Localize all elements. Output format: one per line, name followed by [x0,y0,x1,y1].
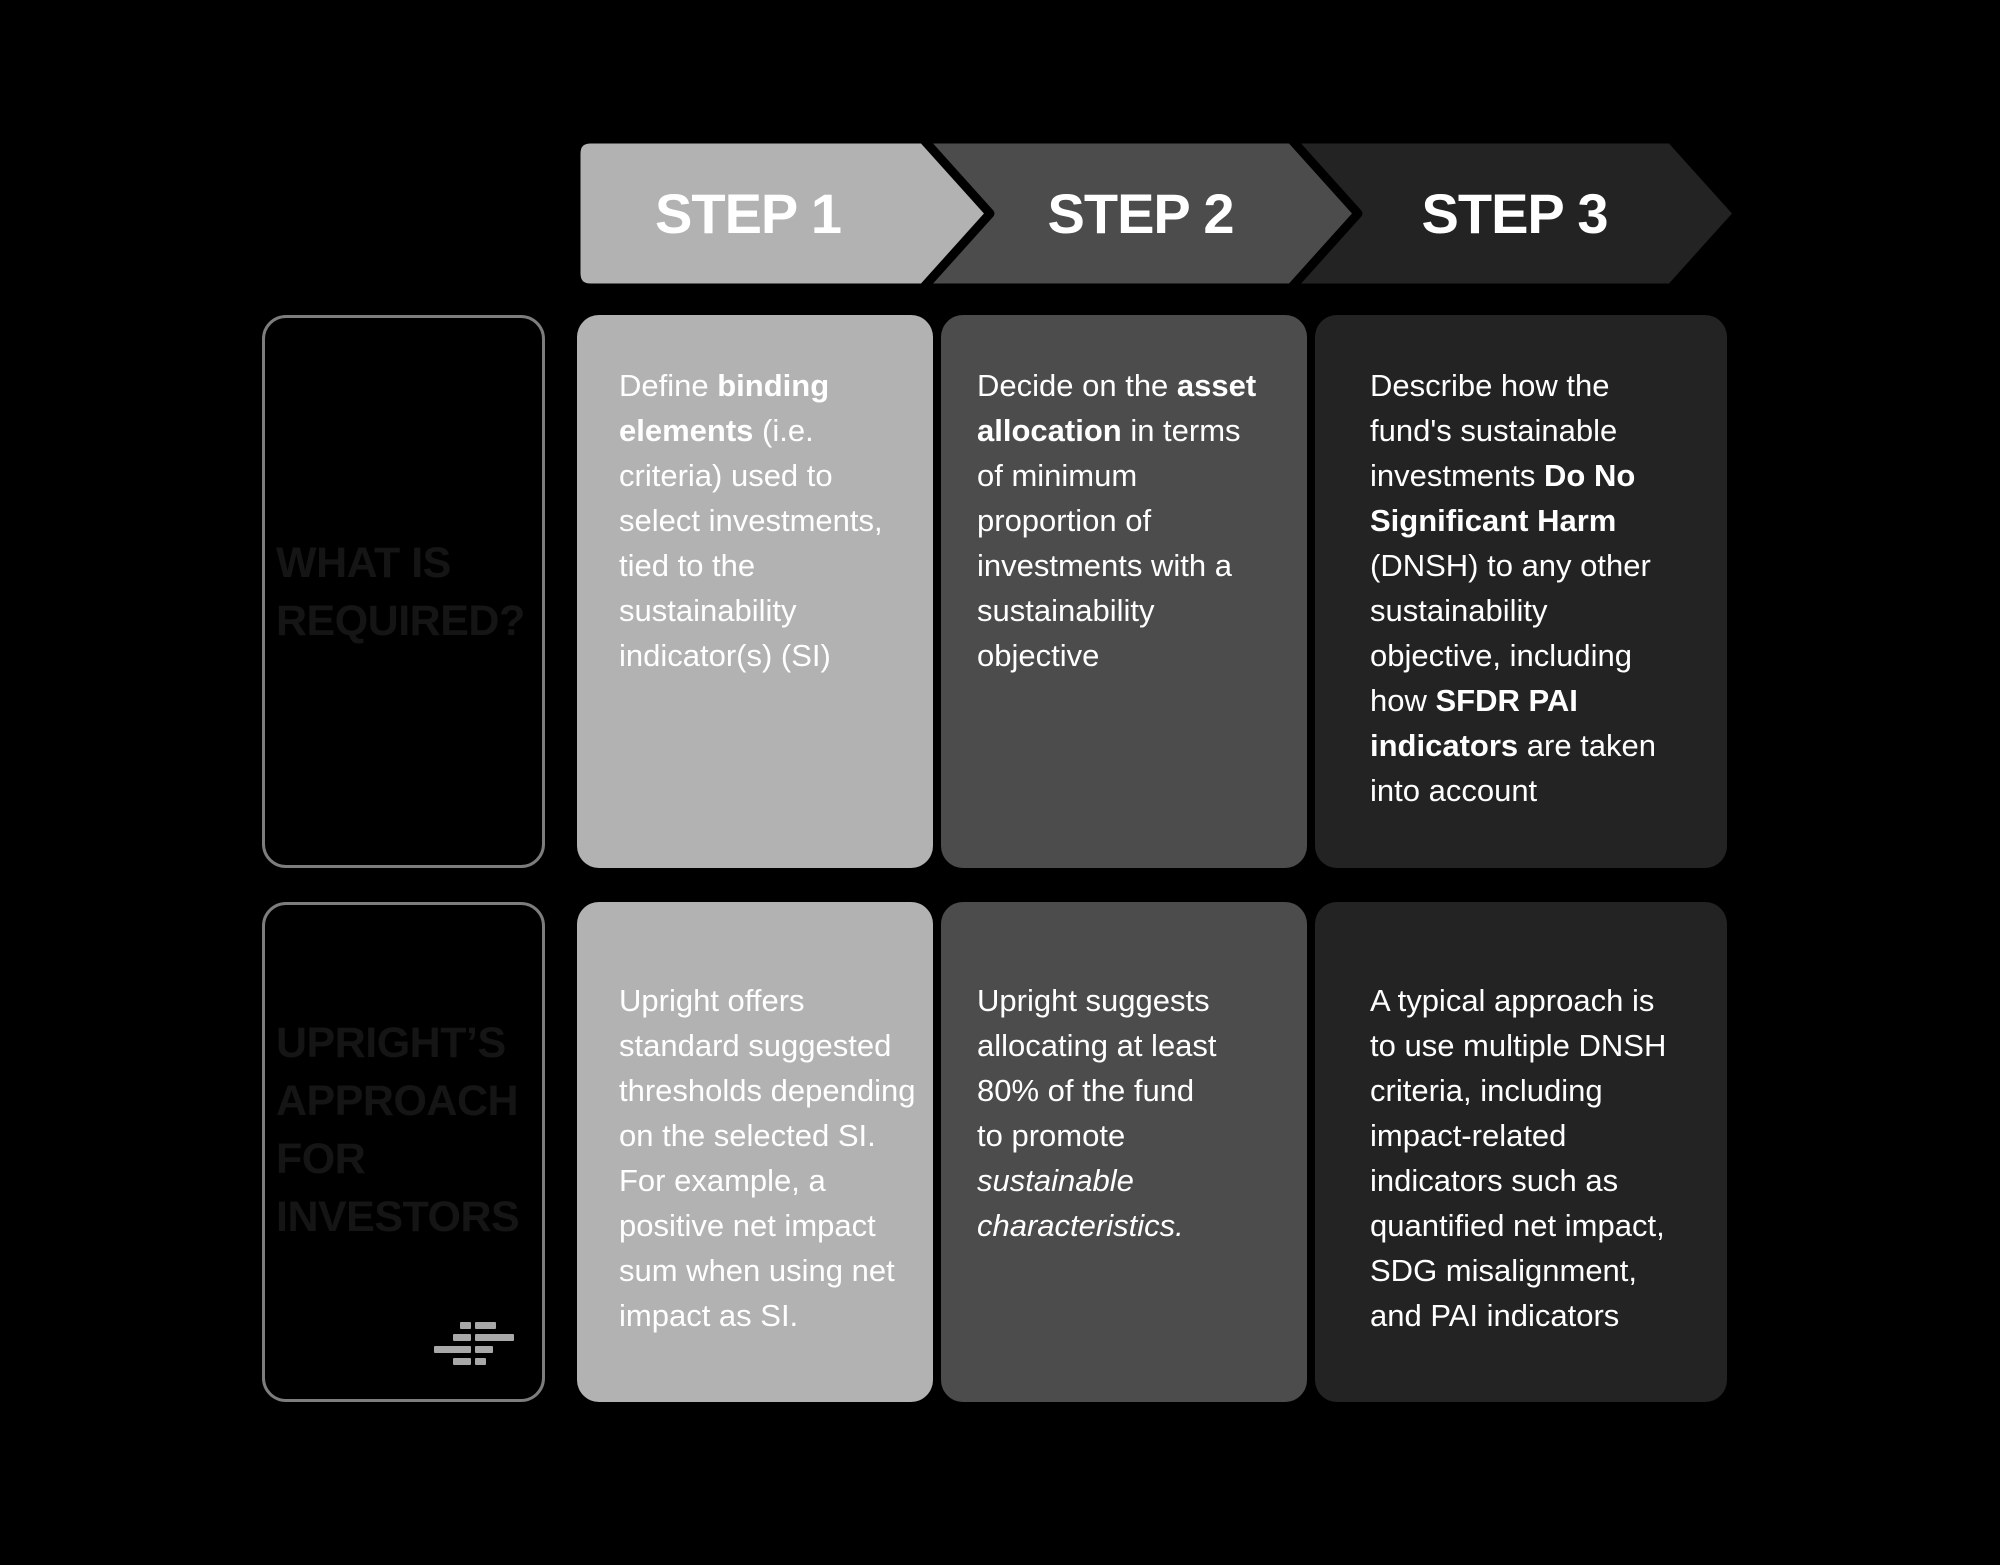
card-text: Describe how the fund's sustainable inve… [1370,368,1657,808]
row-header-what-is-required: WHAT IS REQUIRED? [262,315,545,868]
row-header-text: UPRIGHT’S APPROACH FOR INVESTORS [276,1018,520,1241]
step-2-label: STEP 2 [1047,182,1235,245]
step-banner [573,137,1743,290]
card-required-step2: Decide on the asset allocation in terms … [941,315,1307,868]
logo-bar [434,1346,471,1353]
card-text: Upright suggests allocating at least 80%… [977,983,1217,1243]
card-approach-step2: Upright suggests allocating at least 80%… [941,902,1307,1402]
card-text: Decide on the asset allocation in terms … [977,368,1257,673]
step-3-label: STEP 3 [1421,182,1609,245]
card-required-step1: Define binding elements (i.e. criteria) … [577,315,933,868]
logo-bar [475,1334,514,1341]
card-required-step3: Describe how the fund's sustainable inve… [1315,315,1727,868]
card-text: Define binding elements (i.e. criteria) … [619,368,883,673]
logo-bar [475,1322,496,1329]
row-header-text: WHAT IS REQUIRED? [276,538,525,645]
step-1-arrow [573,137,995,290]
logo-bar [475,1346,493,1353]
upright-logo-icon [434,1322,514,1365]
row-header-uprights-approach: UPRIGHT’S APPROACH FOR INVESTORS [262,902,545,1402]
logo-bar [475,1358,486,1365]
card-approach-step3: A typical approach is to use multiple DN… [1315,902,1727,1402]
logo-bar [460,1322,471,1329]
step-1-label: STEP 1 [655,182,842,245]
card-text: Upright offers standard suggested thresh… [619,983,916,1333]
logo-bar [453,1358,471,1365]
logo-bar [453,1334,471,1341]
card-text: A typical approach is to use multiple DN… [1370,983,1667,1333]
card-approach-step1: Upright offers standard suggested thresh… [577,902,933,1402]
